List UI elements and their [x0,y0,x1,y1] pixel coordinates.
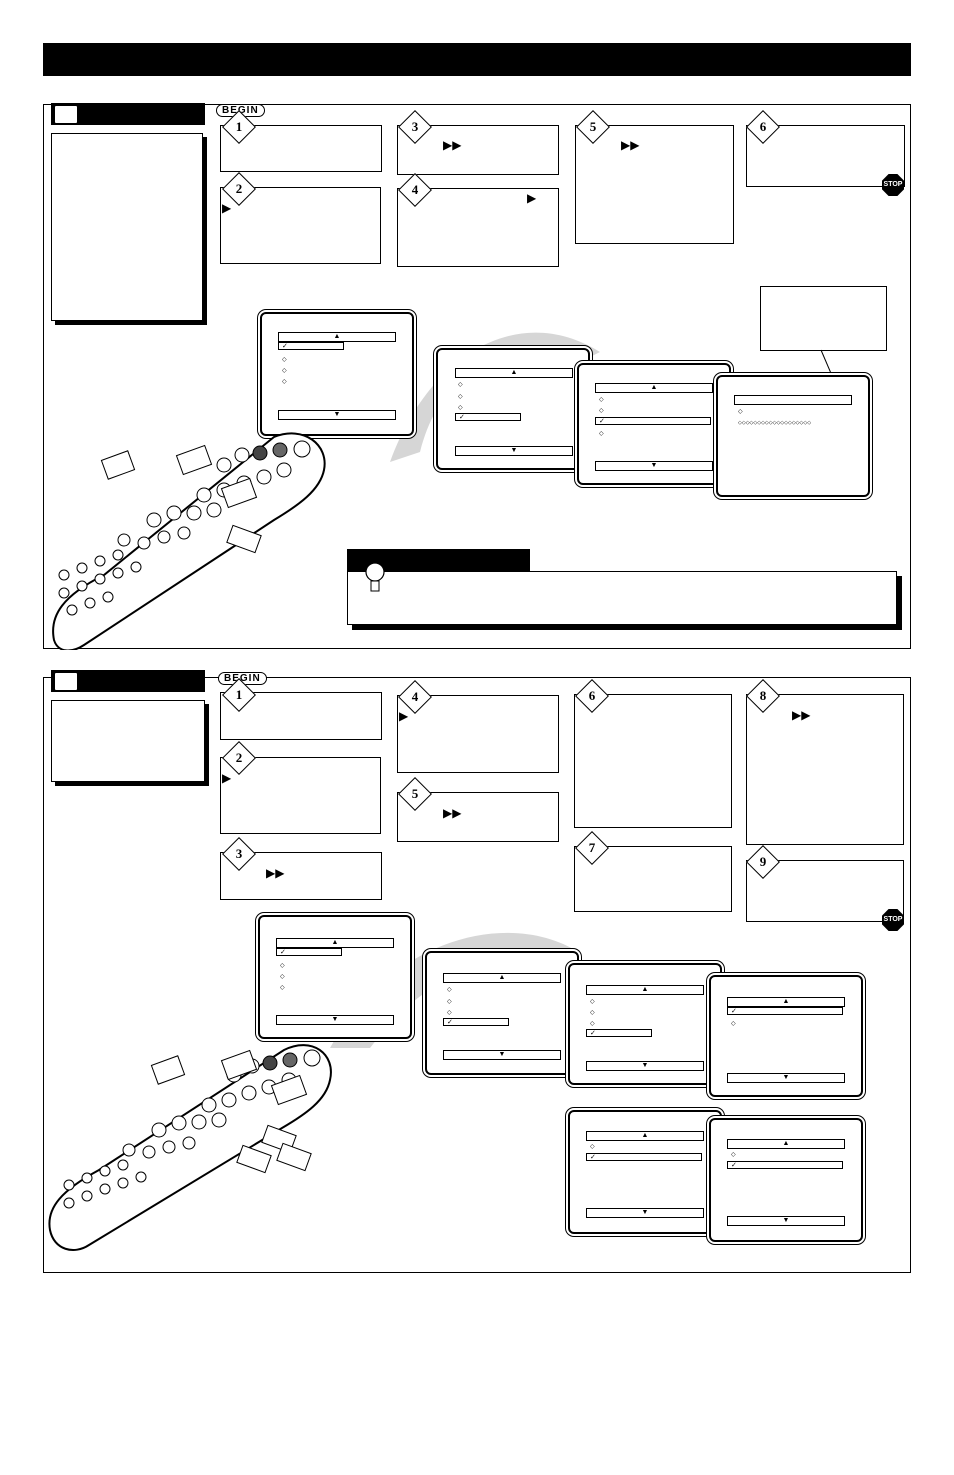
menu-option: ◇ [280,973,285,980]
menu-item-selected: ✓ [276,948,342,956]
fast-forward-icon: ▶▶ [266,866,285,880]
menu-option: ◇ [282,356,287,363]
stop-sign-icon: STOP [882,174,904,196]
menu-option: ◇ [738,408,743,415]
menu-option: ◇ [447,1009,452,1016]
menu-option: ◇ [280,984,285,991]
menu-bar-up: ▲ [595,383,713,393]
tip-header-bar [347,549,530,571]
step-box-7 [574,846,732,912]
menu-option: ◇ [447,986,452,993]
play-icon: ▶ [527,191,537,205]
menu-option-entry: ◇◇◇◇◇◇◇◇◇◇◇◇◇◇◇◇◇◇◇ [738,420,812,426]
step-box-8 [746,694,904,845]
menu-bar-down: ▼ [595,461,713,471]
menu-item-selected: ✓ [727,1161,843,1169]
tv-screen-icon [54,105,78,124]
menu-bar-down: ▼ [276,1015,394,1025]
lightbulb-icon [359,553,391,592]
menu-option: ◇ [590,1009,595,1016]
play-icon: ▶ [222,771,232,785]
fast-forward-icon: ▶▶ [792,708,811,722]
menu-bar-down: ▼ [443,1050,561,1060]
step-box-4 [397,695,559,773]
menu-bar-up: ▲ [727,1139,845,1149]
instruction-panel-top [43,104,911,649]
menu-screen-6: ▲ ◇ ✓ ▼ [709,1118,863,1242]
fast-forward-icon: ▶▶ [443,806,462,820]
play-icon: ▶ [222,201,232,215]
menu-screen-3: ▲ ◇ ◇ ◇ ✓ ▼ [568,963,722,1085]
menu-option: ◇ [590,1143,595,1150]
menu-item-selected: ✓ [455,413,521,421]
menu-option: ◇ [282,367,287,374]
menu-option: ◇ [731,1020,736,1027]
menu-item-selected: ✓ [727,1007,843,1015]
menu-screen-2: ▲ ◇ ◇ ◇ ✓ ▼ [436,348,590,470]
menu-bar-up: ▲ [278,332,396,342]
tip-box [347,571,897,625]
menu-bar-up: ▲ [586,985,704,995]
menu-item-selected: ✓ [586,1029,652,1037]
step-box-2 [220,757,381,834]
menu-option: ◇ [280,962,285,969]
step-box-2 [220,187,381,264]
menu-screen-2: ▲ ◇ ◇ ◇ ✓ ▼ [425,951,579,1075]
menu-bar-up: ▲ [276,938,394,948]
remote-control-icon [52,432,326,650]
intro-box [51,700,205,782]
menu-bar-up: ▲ [443,973,561,983]
menu-bar-up: ▲ [586,1131,704,1141]
menu-option: ◇ [599,396,604,403]
stop-sign-icon: STOP [882,909,904,931]
menu-option: ◇ [447,998,452,1005]
fast-forward-icon: ▶▶ [443,138,462,152]
menu-option: ◇ [458,404,463,411]
menu-option: ◇ [590,998,595,1005]
step-box-5 [575,125,734,244]
menu-option: ◇ [282,378,287,385]
step-box-6 [746,125,905,187]
menu-item-selected: ✓ [443,1018,509,1026]
intro-box [51,133,203,321]
menu-bar-down: ▼ [727,1073,845,1083]
menu-option: ◇ [590,1020,595,1027]
instruction-panel-bottom [43,677,911,1273]
fast-forward-icon: ▶▶ [621,138,640,152]
menu-screen-4: ◇ ◇◇◇◇◇◇◇◇◇◇◇◇◇◇◇◇◇◇◇ [716,375,870,497]
panel-top-header-tab [51,103,205,125]
menu-bar-down: ▼ [586,1208,704,1218]
step-box-9 [746,860,904,922]
menu-bar-down: ▼ [586,1061,704,1071]
menu-bar-selected [734,395,852,405]
menu-screen-3: ▲ ◇ ◇ ✓ ◇ ▼ [577,363,731,485]
menu-screen-5: ▲ ◇ ✓ ▼ [568,1110,722,1234]
step-box-6 [574,694,732,828]
callout-box [760,286,887,351]
page-header-bar [43,43,911,76]
menu-bar-down: ▼ [278,410,396,420]
menu-option: ◇ [731,1151,736,1158]
menu-option: ◇ [599,407,604,414]
menu-bar-up: ▲ [727,997,845,1007]
step-box-4 [397,188,559,267]
menu-option: ◇ [599,430,604,437]
menu-item-selected: ✓ [595,417,711,425]
menu-screen-1: ▲ ✓ ◇ ◇ ◇ ▼ [260,312,414,436]
panel-bottom-header-tab [51,670,205,692]
menu-screen-4: ▲ ✓ ◇ ▼ [709,975,863,1097]
menu-option: ◇ [458,393,463,400]
menu-screen-1: ▲ ✓ ◇ ◇ ◇ ▼ [258,915,412,1039]
play-icon: ▶ [399,709,409,723]
menu-bar-up: ▲ [455,368,573,378]
menu-option: ◇ [458,381,463,388]
menu-item-selected: ✓ [278,342,344,350]
remote-control-icon [48,1044,332,1251]
menu-bar-down: ▼ [455,446,573,456]
menu-item-selected: ✓ [586,1153,702,1161]
menu-bar-down: ▼ [727,1216,845,1226]
tv-screen-icon [54,672,78,691]
